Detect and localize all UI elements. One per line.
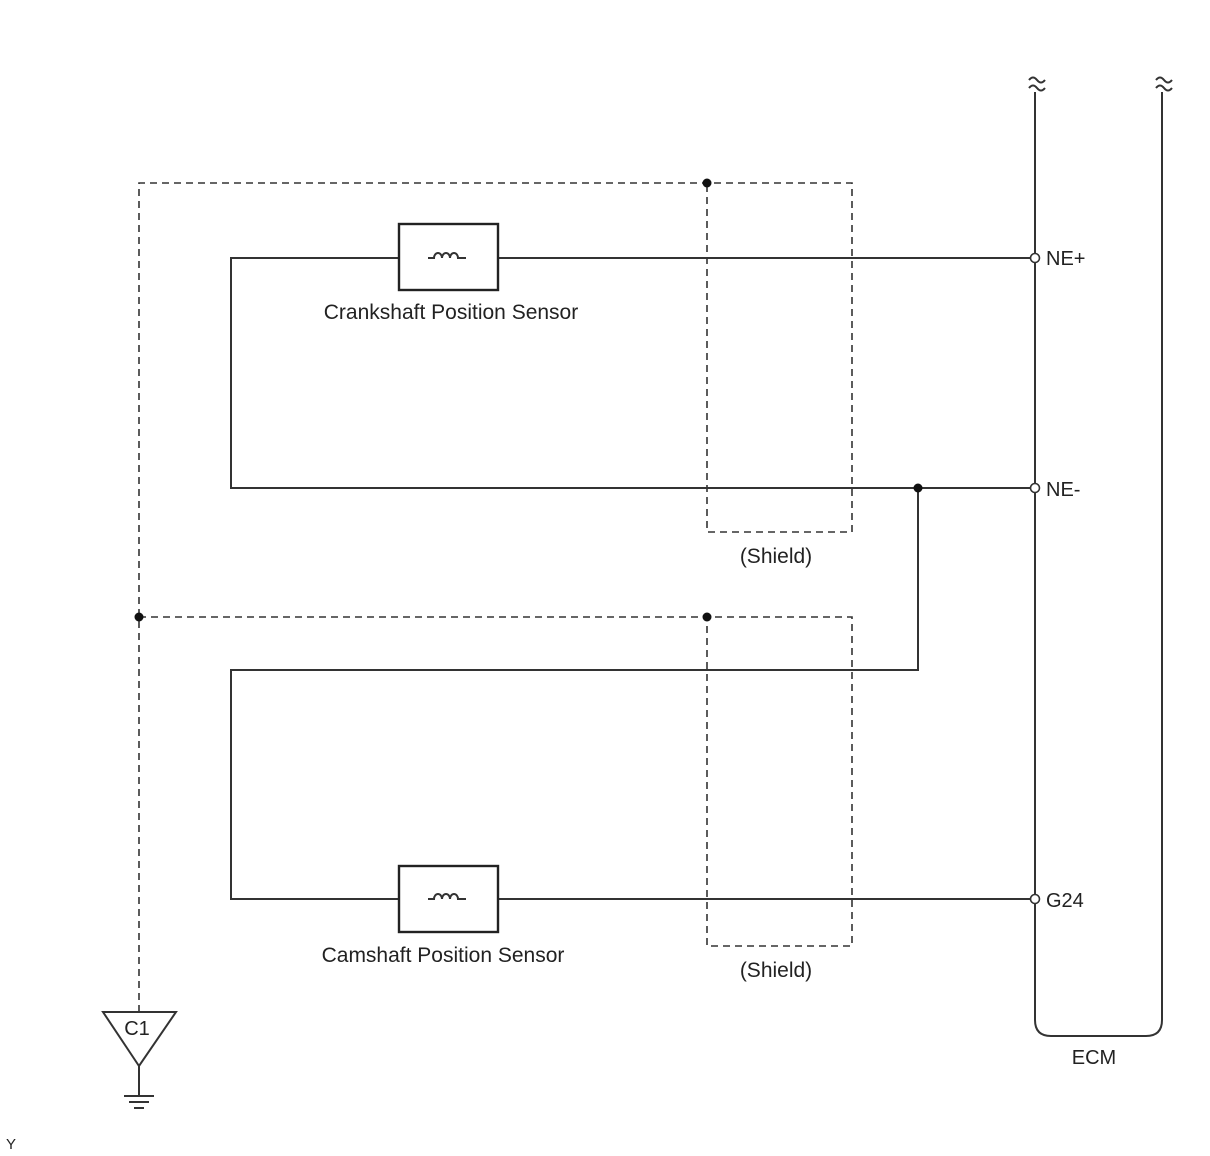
terminal-ne-plus: [1029, 252, 1041, 264]
pin-label-ne-plus: NE+: [1046, 248, 1085, 270]
pin-label-g24: G24: [1046, 890, 1084, 912]
ecm-outline: [1034, 92, 1163, 1037]
corner-mark: Y: [6, 1136, 16, 1153]
junction-dot: [702, 612, 712, 622]
camshaft-sensor-box: [397, 864, 500, 934]
crankshaft-sensor-box: [397, 222, 500, 292]
pin-label-ne-minus: NE-: [1046, 479, 1080, 501]
junction-dot: [134, 612, 144, 622]
ecm-label: ECM: [1072, 1047, 1116, 1069]
crank-circuit-wire: [230, 257, 1031, 489]
terminal-ne-minus: [1029, 482, 1041, 494]
camshaft-sensor-label: Camshaft Position Sensor: [322, 944, 565, 967]
shield-label-upper: (Shield): [740, 545, 812, 568]
terminal-g24: [1029, 893, 1041, 905]
crankshaft-sensor-label: Crankshaft Position Sensor: [324, 301, 578, 324]
wire-break-mark-left: [1028, 76, 1046, 92]
crankshaft-coil-icon: [428, 252, 466, 259]
ground-icon: [124, 1066, 154, 1109]
cam-circuit-wire: [230, 488, 1031, 900]
junction-dot: [702, 178, 712, 188]
shield-upper: [138, 182, 853, 1012]
ground-label: C1: [124, 1018, 150, 1040]
shield-label-lower: (Shield): [740, 959, 812, 982]
camshaft-coil-icon: [428, 893, 466, 900]
junction-dot: [913, 483, 923, 493]
ground-connector-triangle: [101, 1011, 178, 1068]
wire-break-mark-right: [1155, 76, 1173, 92]
shield-lower: [139, 616, 853, 947]
